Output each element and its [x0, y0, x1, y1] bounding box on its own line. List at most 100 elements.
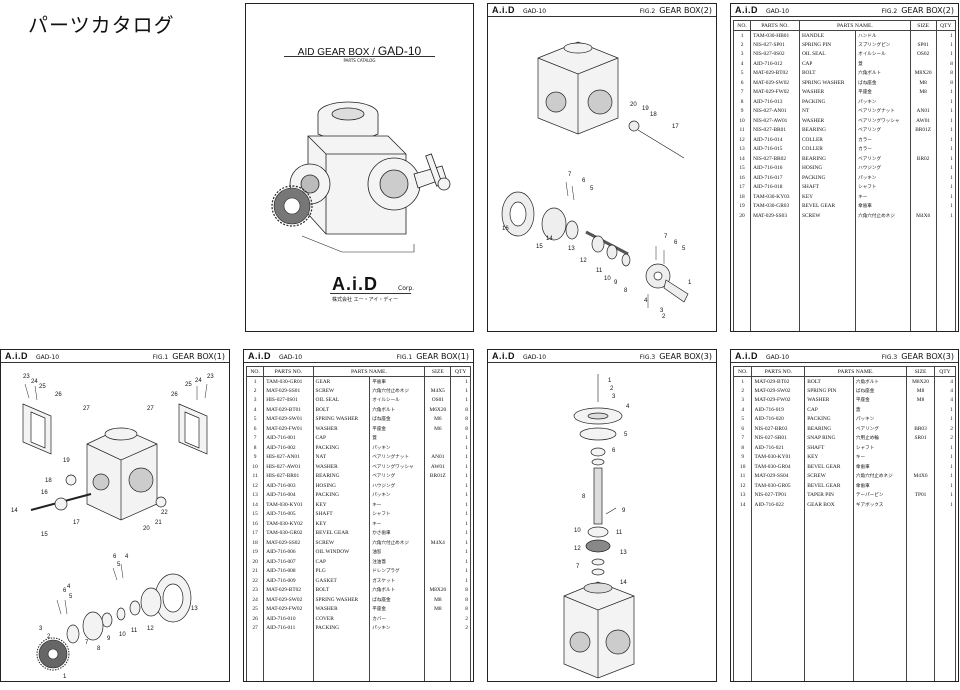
table-cell: 1: [450, 576, 471, 586]
model-code: GAD-10: [765, 354, 790, 361]
table-cell: SPRING PIN: [804, 386, 854, 396]
column-header: PARTS NAME.: [798, 20, 911, 31]
table-cell: PACKING: [804, 414, 854, 424]
table-cell: BEARING: [804, 424, 854, 434]
table-cell: 14: [245, 500, 265, 510]
table-cell: オイルシール: [369, 395, 426, 405]
table-cell: 1: [450, 500, 471, 510]
fig-title: GEAR BOX(3): [659, 352, 712, 361]
table-cell: 平座金: [855, 87, 911, 97]
callout: 5: [590, 186, 594, 192]
table-cell: 8: [245, 443, 265, 453]
callout: 3: [612, 394, 616, 400]
table-cell: M4X4: [424, 538, 452, 548]
cover-title: AID GEAR BOX / GAD-10: [246, 44, 473, 58]
table-cell: NIS-027-BR01: [750, 125, 800, 135]
table-cell: 25: [245, 604, 265, 614]
callout: 21: [155, 520, 162, 526]
table-cell: 1: [450, 490, 471, 500]
table-cell: M8: [906, 386, 935, 396]
table-cell: 6: [245, 424, 265, 434]
table-cell: [424, 566, 452, 576]
callout: 10: [119, 632, 126, 638]
brand-logo: A.i.D: [492, 351, 516, 361]
table-cell: 六角穴付止めネジ: [369, 386, 426, 396]
callout-labels: 20 19 18 17 7 6 5 16 15 14 13 12 11 10 9…: [502, 102, 692, 320]
callout: 11: [616, 530, 623, 536]
table-cell: カラー: [855, 144, 911, 154]
table-cell: OIL SEAL: [798, 49, 857, 59]
callout: 20: [630, 102, 637, 108]
table-cell: CAP: [798, 59, 857, 69]
table-cell: BOLT: [798, 68, 857, 78]
table-cell: [909, 173, 937, 183]
table-cell: 1: [935, 144, 956, 154]
table-cell: 23: [245, 585, 265, 595]
table-cell: AID-716-018: [750, 182, 800, 192]
table-cell: SPRING PIN: [798, 40, 857, 50]
callout: 12: [574, 546, 581, 552]
table-cell: [906, 443, 935, 453]
table-cell: [909, 97, 937, 107]
table-cell: HIS-027-BR01: [263, 471, 314, 481]
table-cell: M6: [424, 424, 452, 434]
table-cell: 六角穴付止めネジ: [852, 471, 908, 481]
table-cell: BOLT: [804, 376, 854, 386]
table-cell: PACKING: [312, 443, 371, 453]
table-cell: 2: [450, 614, 471, 624]
cover-logo: A.i.D: [332, 274, 379, 294]
table-cell: 15: [732, 163, 752, 173]
callout: 8: [624, 288, 628, 294]
table-cell: 1: [450, 452, 471, 462]
table-cell: TAM-030-GR02: [263, 528, 314, 538]
table-cell: 10: [732, 116, 752, 126]
table-cell: NIS-027-SP01: [750, 40, 800, 50]
table-cell: M8: [424, 595, 452, 605]
callout: 11: [131, 628, 138, 634]
cover-page[interactable]: AID GEAR BOX / GAD-10 PARTS CATALOG: [245, 3, 474, 332]
table-cell: 17: [732, 182, 752, 192]
table-cell: 12: [245, 481, 265, 491]
table-cell: MAT-029-FW02: [750, 87, 800, 97]
table-filler-cell: [933, 509, 957, 681]
table-cell: OS02: [909, 49, 937, 59]
table-cell: [424, 614, 452, 624]
table-cell: パッキン: [369, 443, 426, 453]
table-cell: 2: [732, 386, 753, 396]
table-cell: 1: [933, 414, 957, 424]
fig-number: FIG.1: [152, 354, 169, 361]
table-cell: PACKING: [312, 490, 371, 500]
table-cell: WASHER: [312, 604, 371, 614]
callout: 13: [620, 550, 627, 556]
table-cell: 6: [732, 78, 752, 88]
table-cell: 8: [450, 585, 471, 595]
table-filler-cell: [804, 509, 854, 681]
fig-title: GEAR BOX(1): [416, 352, 469, 361]
table-cell: ハウジング: [369, 481, 426, 491]
table-cell: 4: [732, 59, 752, 69]
callout: 10: [604, 276, 611, 282]
table-cell: 1: [933, 481, 957, 491]
table-cell: [424, 557, 452, 567]
table-cell: TAM-030-GR05: [751, 481, 806, 491]
table-cell: 2: [933, 433, 957, 443]
callout: 26: [55, 392, 62, 398]
table-cell: M4X5: [424, 386, 452, 396]
column-header: SIZE: [906, 366, 935, 377]
callout: 23: [23, 374, 30, 380]
table-cell: 1: [935, 182, 956, 192]
brand-logo: A.i.D: [248, 351, 272, 361]
